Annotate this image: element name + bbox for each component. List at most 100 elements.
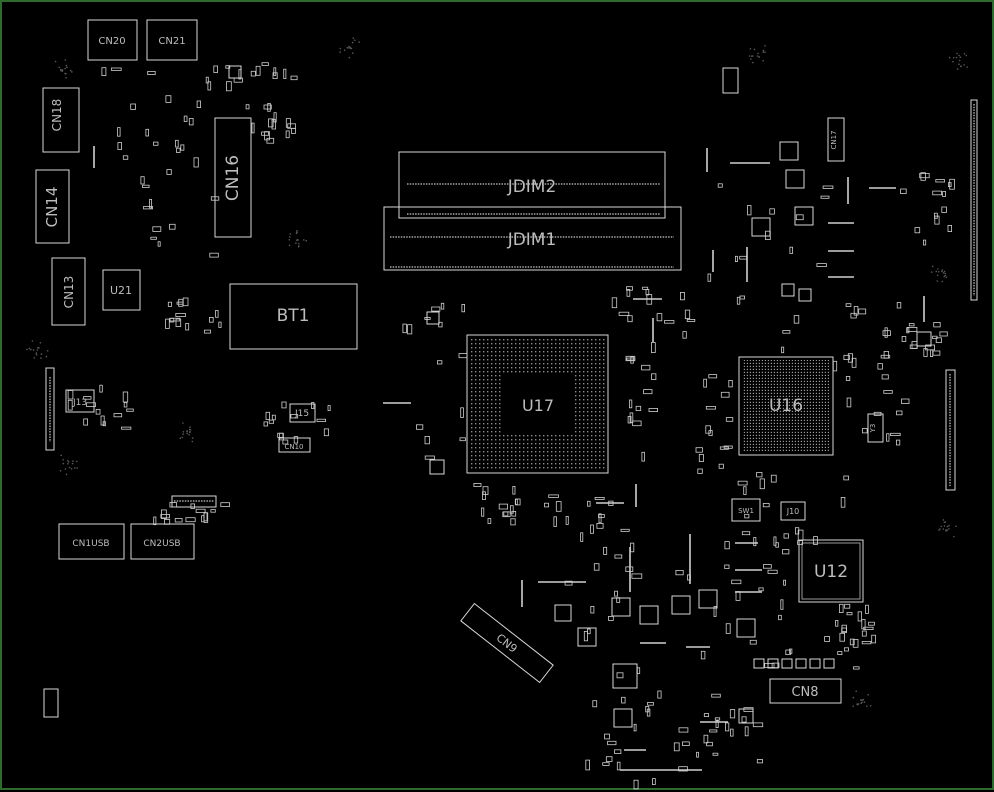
cn1033-outline — [171, 495, 217, 508]
smd-part — [753, 537, 757, 547]
smd-part — [843, 354, 850, 360]
smd-part — [642, 286, 649, 290]
smd-part — [113, 413, 123, 418]
smd-part — [272, 72, 278, 80]
via — [762, 49, 765, 52]
smd-part — [438, 321, 443, 328]
via — [349, 46, 352, 49]
smd-part — [631, 573, 643, 579]
via — [352, 37, 355, 39]
smd-part — [731, 579, 742, 585]
smd-part — [117, 127, 121, 137]
smd-part — [431, 306, 441, 312]
via — [182, 433, 184, 435]
smd-part — [67, 399, 73, 411]
via — [753, 48, 756, 51]
via — [26, 348, 28, 351]
via — [941, 270, 943, 273]
chip-part — [639, 605, 659, 625]
smd-part — [781, 346, 785, 354]
via — [33, 357, 35, 359]
smd-part — [436, 360, 443, 365]
via — [762, 51, 764, 53]
smd-part — [204, 329, 211, 334]
chip-part — [429, 459, 445, 475]
smd-part — [580, 532, 584, 542]
smd-part — [218, 321, 222, 328]
cn8-pin — [753, 658, 765, 669]
via — [46, 350, 49, 352]
via — [956, 68, 959, 70]
via — [959, 56, 962, 58]
via — [40, 353, 43, 355]
smd-part — [782, 330, 791, 334]
cn13-label: CN13 — [62, 276, 76, 309]
via — [181, 436, 184, 439]
smd-part — [747, 205, 752, 216]
via — [61, 69, 64, 71]
smd-part — [852, 639, 859, 648]
smd-part — [759, 478, 765, 490]
smd-part — [756, 472, 763, 478]
smd-part — [140, 176, 145, 185]
via — [66, 66, 68, 69]
smd-part — [839, 632, 846, 642]
smd-part — [849, 638, 855, 646]
smd-part — [741, 716, 747, 723]
smd-part — [510, 518, 516, 526]
smd-part — [635, 405, 642, 411]
smd-part — [793, 315, 800, 324]
smd-part — [782, 549, 790, 555]
smd-part — [678, 766, 688, 772]
smd-part — [614, 749, 622, 754]
chip-part — [798, 288, 812, 302]
u17-outline — [466, 334, 609, 474]
chip-part — [738, 708, 754, 724]
via — [965, 54, 968, 57]
smd-part — [705, 425, 711, 434]
smd-part — [178, 298, 184, 307]
smd-part — [641, 451, 645, 462]
smd-part — [604, 733, 610, 740]
chip-part — [751, 217, 771, 237]
smd-part — [741, 531, 751, 536]
smd-part — [210, 509, 216, 513]
smd-part — [896, 302, 902, 309]
smd-part — [714, 717, 721, 721]
via — [942, 272, 945, 274]
smd-part — [193, 157, 199, 168]
smd-part — [225, 81, 232, 92]
via — [68, 466, 71, 469]
smd-part — [145, 128, 149, 137]
smd-part — [641, 364, 651, 371]
chip-part — [736, 618, 756, 638]
smd-part — [169, 502, 177, 508]
via — [952, 60, 954, 63]
via — [764, 51, 766, 53]
smd-part — [871, 634, 877, 644]
smd-part — [271, 119, 276, 130]
cn8-outline — [769, 678, 842, 704]
smd-part — [268, 419, 275, 424]
smd-part — [778, 614, 782, 621]
smd-part — [877, 363, 883, 370]
smd-part — [861, 641, 872, 645]
via — [36, 349, 39, 351]
via — [35, 352, 38, 354]
via — [186, 432, 188, 435]
via — [62, 462, 65, 465]
via — [191, 437, 194, 439]
smd-part — [900, 188, 907, 194]
smd-part — [121, 426, 132, 430]
smd-part — [908, 323, 915, 327]
smd-part — [122, 155, 129, 160]
smd-part — [210, 196, 220, 201]
smd-part — [862, 428, 868, 434]
via — [298, 245, 300, 247]
smd-part — [841, 627, 847, 633]
smd-part — [883, 390, 893, 394]
j13-label: J13 — [72, 398, 87, 408]
smd-part — [703, 713, 709, 717]
via — [948, 524, 950, 527]
